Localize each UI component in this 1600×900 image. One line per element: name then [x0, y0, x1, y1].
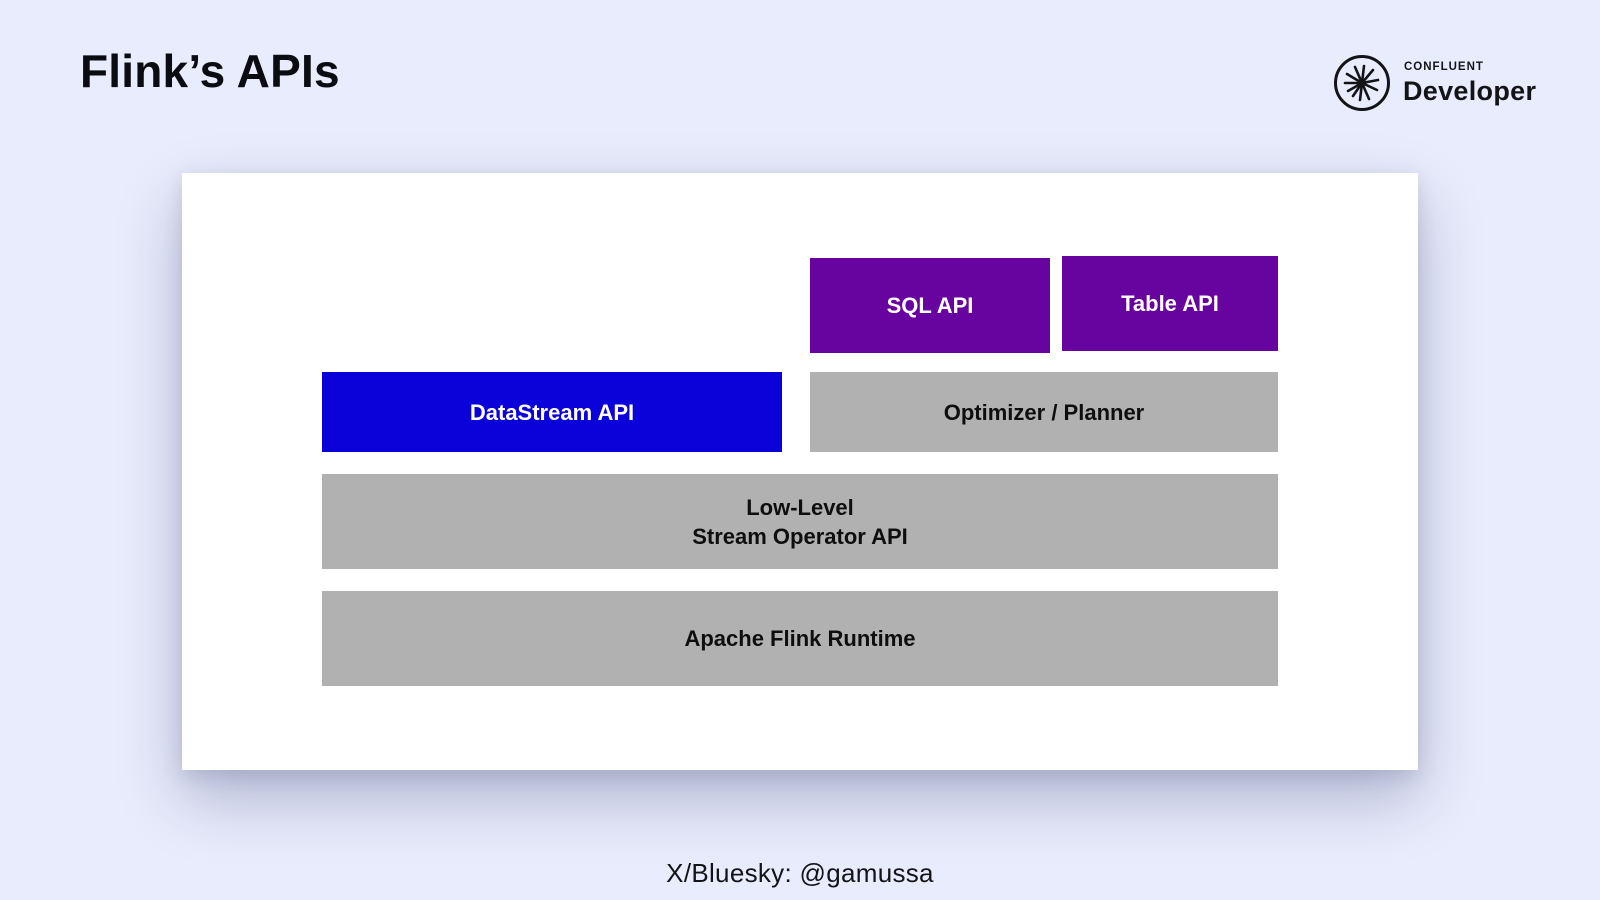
- brand-company: CONFLUENT: [1404, 61, 1484, 73]
- brand-product: Developer: [1403, 76, 1537, 106]
- datastream-api-label: DataStream API: [469, 399, 635, 425]
- optimizer-planner-label: Optimizer / Planner: [943, 399, 1145, 425]
- table-api-label: Table API: [1121, 291, 1219, 316]
- slide-title: Flink’s APIs: [80, 45, 340, 97]
- flink-runtime-box: Apache Flink Runtime: [322, 591, 1278, 686]
- sql-api-label: SQL API: [886, 293, 974, 318]
- api-stack-diagram: SQL API Table API DataStream API Optimiz…: [182, 173, 1418, 770]
- confluent-burst-icon: [1334, 55, 1390, 111]
- optimizer-planner-box: Optimizer / Planner: [810, 372, 1278, 452]
- table-api-box: Table API: [1062, 256, 1278, 351]
- brand-lockup: CONFLUENT Developer: [1333, 54, 1553, 114]
- datastream-api-box: DataStream API: [322, 372, 782, 452]
- flink-runtime-label: Apache Flink Runtime: [684, 626, 916, 651]
- low-level-label-line2: Stream Operator API: [692, 523, 908, 549]
- low-level-operator-api-box: Low-Level Stream Operator API: [322, 474, 1278, 569]
- sql-api-box: SQL API: [810, 258, 1050, 353]
- low-level-label-line1: Low-Level: [746, 494, 854, 520]
- social-handle-footer: X/Bluesky: @gamussa: [666, 858, 934, 888]
